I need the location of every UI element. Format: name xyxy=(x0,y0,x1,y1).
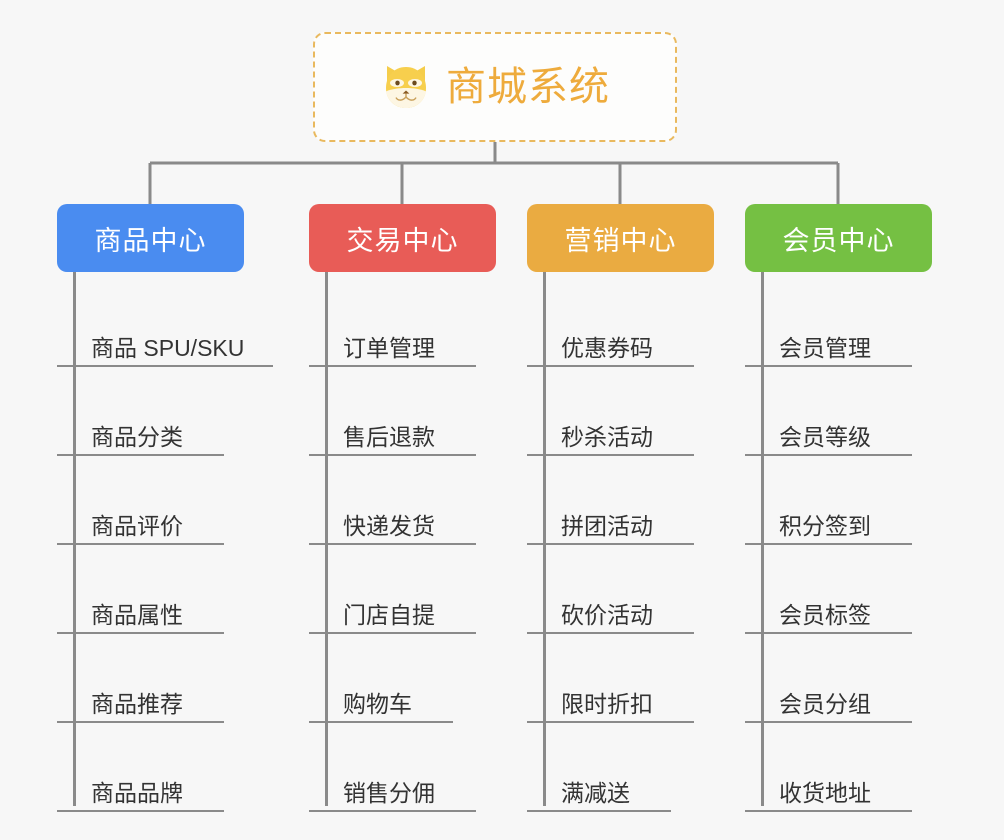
branch-header-marketing-center[interactable]: 营销中心 xyxy=(527,204,714,272)
leaf-label: 商品分类 xyxy=(91,423,183,450)
leaf-item[interactable]: 商品评价 xyxy=(57,456,302,545)
leaf-item[interactable]: 门店自提 xyxy=(309,545,519,634)
leaf-label: 商品评价 xyxy=(91,512,183,539)
leaf-label: 购物车 xyxy=(343,690,412,717)
leaf-underline xyxy=(745,365,912,367)
leaf-underline xyxy=(527,454,694,456)
leaf-underline xyxy=(745,454,912,456)
leaf-label: 满减送 xyxy=(561,779,630,806)
leaf-underline xyxy=(57,721,224,723)
leaf-underline xyxy=(309,365,476,367)
leaf-underline xyxy=(57,454,224,456)
branch-product-center: 商品中心 商品 SPU/SKU 商品分类 商品评价 商品属性 商品推荐 xyxy=(57,204,302,812)
leaf-label: 会员分组 xyxy=(779,690,871,717)
leaf-label: 售后退款 xyxy=(343,423,435,450)
branch-header-label: 营销中心 xyxy=(564,225,677,256)
leaf-item[interactable]: 秒杀活动 xyxy=(527,367,737,456)
leaf-label: 商品品牌 xyxy=(91,779,183,806)
leaf-underline xyxy=(745,721,912,723)
leaf-item[interactable]: 会员等级 xyxy=(745,367,955,456)
leaf-label: 会员标签 xyxy=(779,601,871,628)
leaf-list-marketing-center: 优惠券码 秒杀活动 拼团活动 砍价活动 限时折扣 满减送 xyxy=(527,272,737,812)
leaf-item[interactable]: 限时折扣 xyxy=(527,634,737,723)
leaf-underline xyxy=(309,810,476,812)
leaf-item[interactable]: 购物车 xyxy=(309,634,519,723)
branch-header-product-center[interactable]: 商品中心 xyxy=(57,204,244,272)
leaf-list-product-center: 商品 SPU/SKU 商品分类 商品评价 商品属性 商品推荐 商品品牌 xyxy=(57,272,302,812)
leaf-underline xyxy=(57,632,224,634)
leaf-underline xyxy=(57,810,224,812)
branch-trunk-line xyxy=(761,272,764,806)
leaf-underline xyxy=(745,543,912,545)
leaf-label: 砍价活动 xyxy=(561,601,653,628)
branch-header-label: 交易中心 xyxy=(346,225,459,256)
leaf-underline xyxy=(309,721,453,723)
leaf-label: 订单管理 xyxy=(343,334,435,361)
leaf-label: 收货地址 xyxy=(779,779,871,806)
leaf-item[interactable]: 商品属性 xyxy=(57,545,302,634)
leaf-item[interactable]: 商品推荐 xyxy=(57,634,302,723)
branch-trunk-line xyxy=(325,272,328,806)
leaf-item[interactable]: 优惠券码 xyxy=(527,278,737,367)
leaf-list-member-center: 会员管理 会员等级 积分签到 会员标签 会员分组 收货地址 xyxy=(745,272,955,812)
leaf-item[interactable]: 商品 SPU/SKU xyxy=(57,278,302,367)
leaf-underline xyxy=(309,632,476,634)
leaf-label: 积分签到 xyxy=(779,512,871,539)
leaf-label: 会员管理 xyxy=(779,334,871,361)
leaf-item[interactable]: 会员分组 xyxy=(745,634,955,723)
branch-trunk-line xyxy=(73,272,76,806)
leaf-underline xyxy=(745,632,912,634)
leaf-label: 秒杀活动 xyxy=(561,423,653,450)
leaf-list-trade-center: 订单管理 售后退款 快递发货 门店自提 购物车 销售分佣 xyxy=(309,272,519,812)
leaf-underline xyxy=(527,721,694,723)
leaf-item[interactable]: 订单管理 xyxy=(309,278,519,367)
leaf-underline xyxy=(527,810,671,812)
leaf-label: 门店自提 xyxy=(343,601,435,628)
leaf-label: 优惠券码 xyxy=(561,334,653,361)
leaf-underline xyxy=(527,543,694,545)
leaf-label: 商品 SPU/SKU xyxy=(91,334,245,361)
leaf-underline xyxy=(309,454,476,456)
leaf-item[interactable]: 会员标签 xyxy=(745,545,955,634)
leaf-label: 商品推荐 xyxy=(91,690,183,717)
leaf-underline xyxy=(57,365,273,367)
leaf-label: 商品属性 xyxy=(91,601,183,628)
leaf-underline xyxy=(57,543,224,545)
leaf-item[interactable]: 拼团活动 xyxy=(527,456,737,545)
leaf-label: 拼团活动 xyxy=(561,512,653,539)
leaf-item[interactable]: 会员管理 xyxy=(745,278,955,367)
leaf-underline xyxy=(527,632,694,634)
shiba-inu-dog-face-icon xyxy=(386,66,426,108)
leaf-item[interactable]: 满减送 xyxy=(527,723,737,812)
leaf-item[interactable]: 收货地址 xyxy=(745,723,955,812)
branch-marketing-center: 营销中心 优惠券码 秒杀活动 拼团活动 砍价活动 限时折扣 xyxy=(527,204,737,812)
leaf-item[interactable]: 砍价活动 xyxy=(527,545,737,634)
branch-trade-center: 交易中心 订单管理 售后退款 快递发货 门店自提 购物车 xyxy=(309,204,519,812)
leaf-label: 限时折扣 xyxy=(561,690,653,717)
leaf-item[interactable]: 商品品牌 xyxy=(57,723,302,812)
branch-trunk-line xyxy=(543,272,546,806)
root-node-title: 商城系统 xyxy=(446,65,610,109)
leaf-item[interactable]: 商品分类 xyxy=(57,367,302,456)
leaf-underline xyxy=(527,365,694,367)
branch-header-member-center[interactable]: 会员中心 xyxy=(745,204,932,272)
leaf-item[interactable]: 售后退款 xyxy=(309,367,519,456)
leaf-label: 快递发货 xyxy=(343,512,435,539)
branch-header-label: 商品中心 xyxy=(94,225,207,256)
leaf-underline xyxy=(309,543,476,545)
leaf-item[interactable]: 快递发货 xyxy=(309,456,519,545)
leaf-underline xyxy=(745,810,912,812)
branch-header-trade-center[interactable]: 交易中心 xyxy=(309,204,496,272)
leaf-label: 销售分佣 xyxy=(343,779,435,806)
leaf-item[interactable]: 销售分佣 xyxy=(309,723,519,812)
leaf-item[interactable]: 积分签到 xyxy=(745,456,955,545)
branch-header-label: 会员中心 xyxy=(782,225,895,256)
branch-member-center: 会员中心 会员管理 会员等级 积分签到 会员标签 会员分组 xyxy=(745,204,955,812)
leaf-label: 会员等级 xyxy=(779,423,871,450)
root-node-shop-system[interactable]: 商城系统 xyxy=(313,32,677,142)
